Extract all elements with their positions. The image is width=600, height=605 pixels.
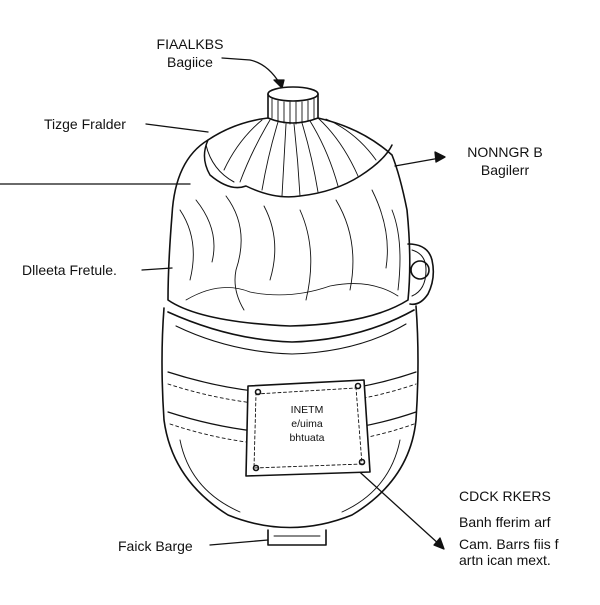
label-right-bottom-line3: artn ican mext.: [459, 552, 551, 568]
patch-line-2: e/uima: [291, 418, 323, 430]
arrow-top: [273, 79, 285, 89]
label-right-bottom-line1: Banh fferim arf: [459, 514, 551, 530]
label-right-top-sub: Bagilerr: [480, 162, 530, 178]
leader-left-mid: [141, 267, 173, 271]
label-top-title: FIAALKBS: [156, 36, 224, 52]
arrow-bottom-right: [433, 537, 445, 550]
patch-line-3: bhtuata: [289, 432, 325, 444]
label-right-top-title: NONNGR B: [467, 144, 543, 160]
leader-bottom-left: [209, 539, 269, 546]
base-cup: [161, 305, 419, 546]
label-top-sub: Bagiice: [167, 54, 213, 70]
cap: [267, 86, 319, 125]
leader-lines: [0, 57, 446, 550]
leader-left-top: [145, 123, 209, 133]
label-left-mid: Dlleeta Fretule.: [22, 262, 117, 278]
label-right-bottom-title: CDCK RKERS: [459, 488, 551, 504]
label-patch: [245, 379, 371, 477]
leader-right-top: [394, 157, 441, 167]
label-bottom-left: Faick Barge: [118, 538, 193, 554]
bag-body: [167, 117, 411, 327]
leader-bottom-right: [351, 464, 441, 546]
label-right-bottom-line2: Cam. Barrs fiis f: [459, 536, 559, 552]
patch-line-1: INETM: [290, 404, 324, 416]
arrow-right-top: [434, 151, 446, 163]
label-left-top: Tizge Fralder: [44, 116, 126, 132]
side-knob: [407, 243, 435, 306]
